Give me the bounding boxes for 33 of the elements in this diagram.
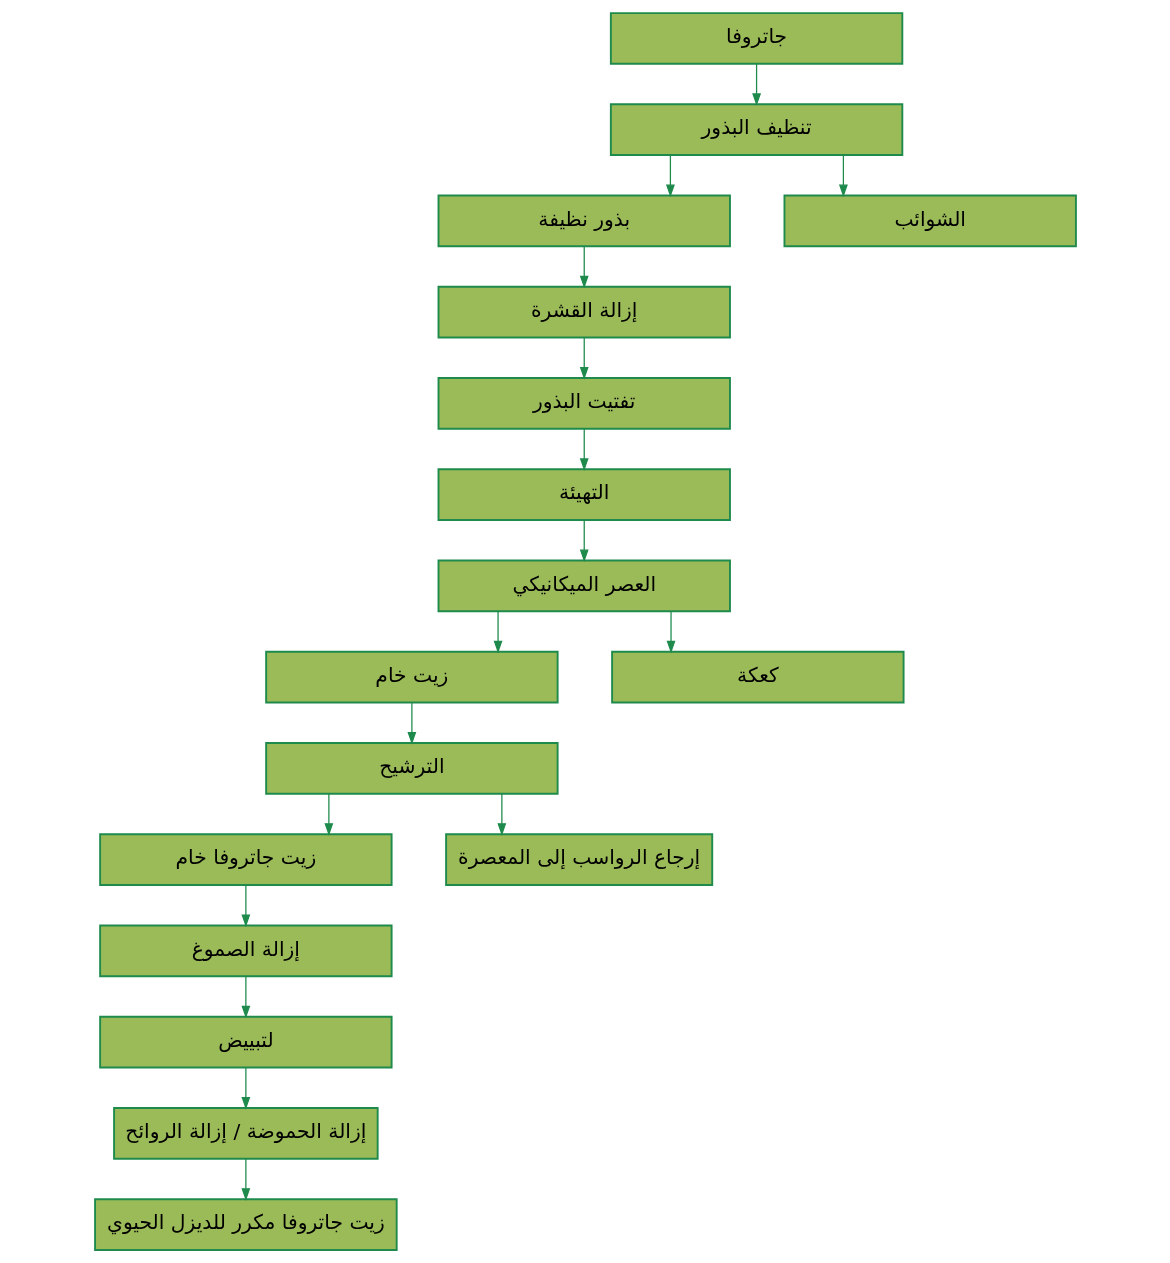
node-box: كعكة — [610, 650, 905, 704]
arrow — [665, 154, 675, 198]
arrow — [240, 1158, 250, 1201]
arrow — [240, 884, 250, 928]
arrow — [666, 610, 675, 654]
node-box: زيت جاتروفا مكرر للديزل الحيوي — [93, 1198, 398, 1251]
arrow — [579, 336, 589, 380]
arrow — [838, 154, 848, 198]
arrow — [493, 610, 502, 654]
arrow — [579, 428, 589, 471]
node-box: العصر الميكانيكي — [437, 559, 731, 613]
arrow — [240, 1066, 250, 1110]
node-box: لتبييض — [98, 1015, 393, 1069]
arrow — [579, 519, 589, 563]
node-box: الشوائب — [783, 194, 1077, 248]
node-box: تفتيت البذور — [437, 377, 731, 430]
node-box: إزالة الحموضة / إزالة الروائح — [112, 1107, 379, 1160]
arrow — [240, 975, 250, 1019]
node-box: زيت خام — [264, 650, 559, 704]
arrow — [496, 793, 506, 836]
arrow — [323, 793, 333, 836]
arrow — [579, 245, 589, 289]
node-box: تنظيف البذور — [609, 103, 903, 156]
arrow — [406, 701, 416, 745]
node-box: جاتروفا — [609, 12, 903, 65]
node-box: التهيئة — [437, 468, 731, 521]
node-box: إزالة القشرة — [437, 285, 731, 339]
node-box: الترشيح — [264, 742, 559, 795]
node-box: بذور نظيفة — [437, 194, 731, 248]
arrow — [751, 63, 761, 106]
node-box: إزالة الصموغ — [98, 924, 393, 978]
node-box: إرجاع الرواسب إلى المعصرة — [444, 833, 713, 886]
node-box: زيت جاتروفا خام — [98, 833, 393, 886]
